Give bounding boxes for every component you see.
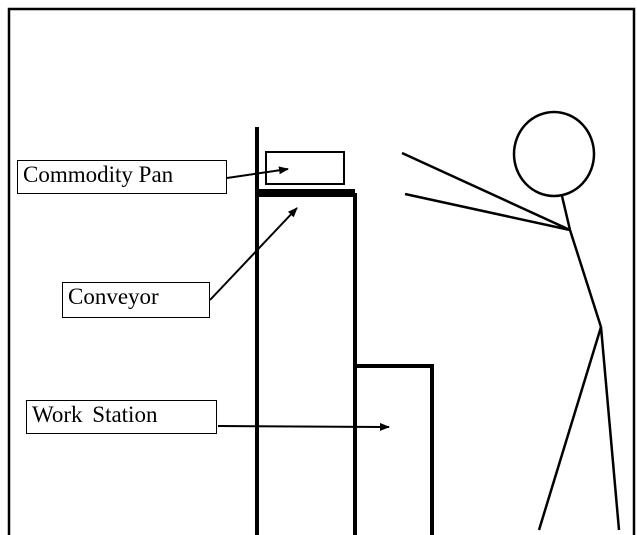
work-station-arrow	[217, 422, 390, 431]
worker-figure	[401, 110, 621, 531]
worker-neck	[560, 195, 572, 231]
worker-right-leg	[599, 326, 621, 531]
conveyor-belt	[255, 189, 355, 197]
commodity-pan	[265, 151, 345, 185]
worker-lower-arm	[404, 192, 571, 232]
frame-border	[7, 7, 636, 535]
worker-upper-arm	[401, 151, 571, 232]
work-station	[357, 364, 434, 535]
worker-head	[512, 110, 596, 198]
conveyor-arrow	[209, 207, 298, 301]
worker-left-leg	[537, 326, 603, 531]
work-station-label: Work Station	[26, 400, 217, 434]
commodity-pan-label: Commodity Pan	[17, 160, 227, 194]
commodity-pan-arrow	[226, 166, 289, 179]
conveyor-label: Conveyor	[62, 282, 210, 318]
worker-torso	[568, 229, 603, 328]
